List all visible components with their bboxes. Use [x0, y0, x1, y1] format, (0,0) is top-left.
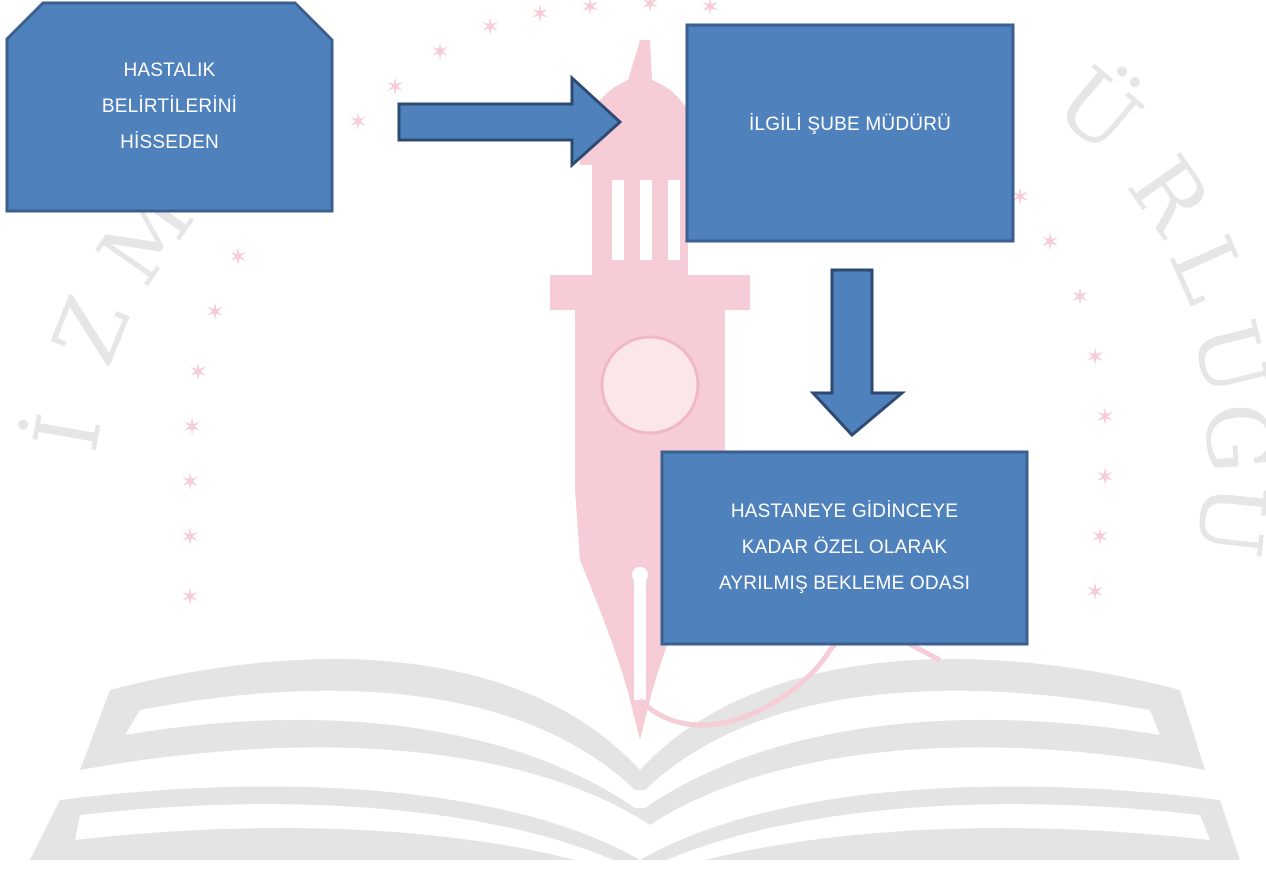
svg-text:✶: ✶	[1070, 283, 1090, 311]
svg-text:✶: ✶	[530, 0, 550, 28]
svg-text:✶: ✶	[480, 13, 500, 41]
svg-text:✶: ✶	[228, 243, 248, 271]
svg-text:✶: ✶	[1095, 463, 1115, 491]
clock-face-icon	[602, 337, 698, 433]
book-icon	[30, 659, 1240, 878]
svg-text:✶: ✶	[180, 583, 200, 611]
start-node-line: BELİRTİLERİNİ	[101, 96, 238, 117]
manager-node-line: İLGİLİ ŞUBE MÜDÜRÜ	[748, 114, 952, 135]
right-arrow-icon	[397, 74, 623, 169]
svg-text:✶: ✶	[180, 523, 200, 551]
start-node-label: HASTALIK BELİRTİLERİNİ HİSSEDEN	[7, 3, 332, 211]
svg-text:Ü: Ü	[1176, 478, 1266, 563]
svg-text:✶: ✶	[700, 0, 720, 21]
start-node-line: HASTALIK	[123, 60, 216, 81]
manager-node-label: İLGİLİ ŞUBE MÜDÜRÜ	[687, 25, 1013, 225]
svg-text:✶: ✶	[1040, 228, 1060, 256]
svg-text:✶: ✶	[580, 0, 600, 21]
start-node-box	[5, 1, 334, 213]
star-ring-icon: ✶ ✶ ✶ ✶ ✶ ✶ ✶ ✶ ✶ ✶ ✶ ✶ ✶ ✶ ✶ ✶ ✶ ✶ ✶ ✶ …	[180, 0, 1115, 611]
manager-node-box	[685, 23, 1015, 243]
waiting-room-node-line: KADAR ÖZEL OLARAK	[741, 537, 948, 558]
svg-text:✶: ✶	[640, 0, 660, 18]
down-arrow-icon	[809, 268, 907, 438]
svg-text:✶: ✶	[182, 413, 202, 441]
svg-text:✶: ✶	[348, 108, 368, 136]
svg-text:✶: ✶	[205, 298, 225, 326]
svg-text:✶: ✶	[180, 468, 200, 496]
waiting-room-node-line: HASTANEYE GİDİNCEYE	[730, 501, 959, 522]
svg-text:✶: ✶	[1085, 578, 1105, 606]
svg-text:✶: ✶	[1095, 403, 1115, 431]
svg-text:✶: ✶	[1085, 343, 1105, 371]
svg-text:Ğ: Ğ	[1184, 399, 1266, 476]
waiting-room-node-box	[660, 450, 1029, 646]
waiting-room-node-label: HASTANEYE GİDİNCEYE KADAR ÖZEL OLARAK AY…	[662, 452, 1027, 644]
svg-text:✶: ✶	[1090, 523, 1110, 551]
svg-text:✶: ✶	[1010, 183, 1030, 211]
start-node-line: HİSSEDEN	[120, 132, 219, 153]
svg-text:✶: ✶	[188, 358, 208, 386]
waiting-room-node-line: AYRILMIŞ BEKLEME ODASI	[718, 573, 971, 594]
svg-text:✶: ✶	[385, 73, 405, 101]
svg-text:✶: ✶	[430, 38, 450, 66]
